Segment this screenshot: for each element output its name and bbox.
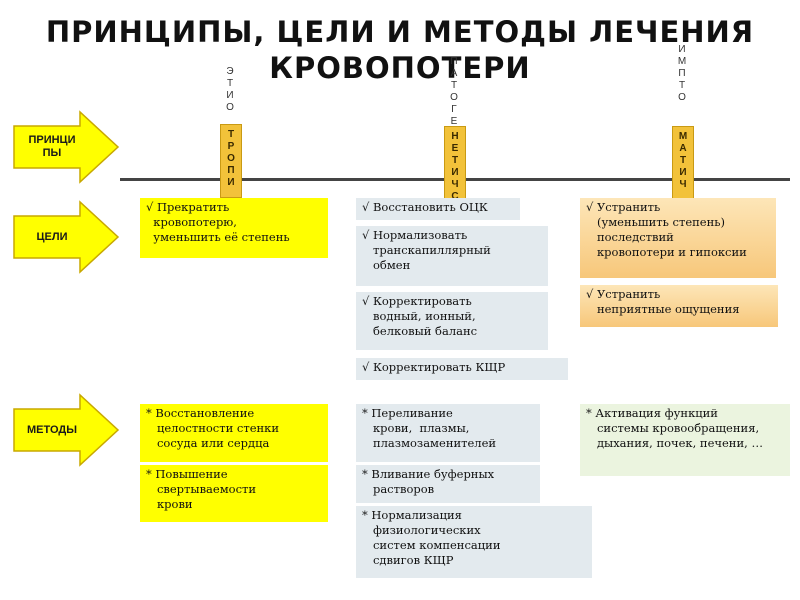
goal-correct-balance: √ Корректировать водный, ионный, белковы… [356,292,548,350]
symptomatic-pillar: М А Т И Ч [672,126,694,200]
symptomatic-label-top: И М П Т О [677,44,687,103]
goal-normalize-exchange: √ Нормализовать транскапиллярный обмен [356,226,548,286]
goal-stop-bleeding: √ Прекратить кровопотерю, уменьшить её с… [140,198,328,258]
method-activate-functions: * Активация функций системы кровообращен… [580,404,790,476]
page-title: ПРИНЦИПЫ, ЦЕЛИ И МЕТОДЫ ЛЕЧЕНИЯ КРОВОПОТ… [45,15,755,85]
goals-arrow-label: ЦЕЛИ [36,230,68,243]
method-restore-vessel: * Восстановление целостности стенки сосу… [140,404,328,462]
methods-arrow: МЕТОДЫ [12,393,122,467]
method-increase-coagulation: * Повышение свертываемости крови [140,465,328,522]
pathogenetic-pillar: Н Е Т И Ч С [444,126,466,202]
arrow-right-icon [13,110,120,184]
method-buffer-infusion: * Вливание буферных растворов [356,465,540,503]
pathogenetic-label-top: П А Т О Г Е [450,56,458,127]
method-normalize-systems: * Нормализация физиологических систем ко… [356,506,592,578]
goal-correct-acid-base: √ Корректировать КЩР [356,358,568,380]
pathogenetic-label: Н Е Т И Ч С [451,131,459,202]
etiotropic-pillar: Т Р О П И [220,124,242,198]
etiotropic-label: Т Р О П И [227,129,235,188]
principles-arrow: ПРИНЦИ ПЫ [12,110,122,184]
goal-eliminate-consequences: √ Устранить (уменьшить степень) последст… [580,198,776,278]
goal-eliminate-discomfort: √ Устранить неприятные ощущения [580,285,778,327]
goal-restore-bcv: √ Восстановить ОЦК [356,198,520,220]
symptomatic-label: М А Т И Ч [678,131,688,190]
methods-arrow-label: МЕТОДЫ [27,423,77,436]
principles-arrow-label: ПРИНЦИ ПЫ [28,134,76,159]
arrow-right-icon [13,200,120,274]
arrow-right-icon [13,393,120,467]
goals-arrow: ЦЕЛИ [12,200,122,274]
method-transfusion: * Переливание крови, плазмы, плазмозамен… [356,404,540,462]
etiotropic-label-top: Э Т И О [226,66,234,113]
